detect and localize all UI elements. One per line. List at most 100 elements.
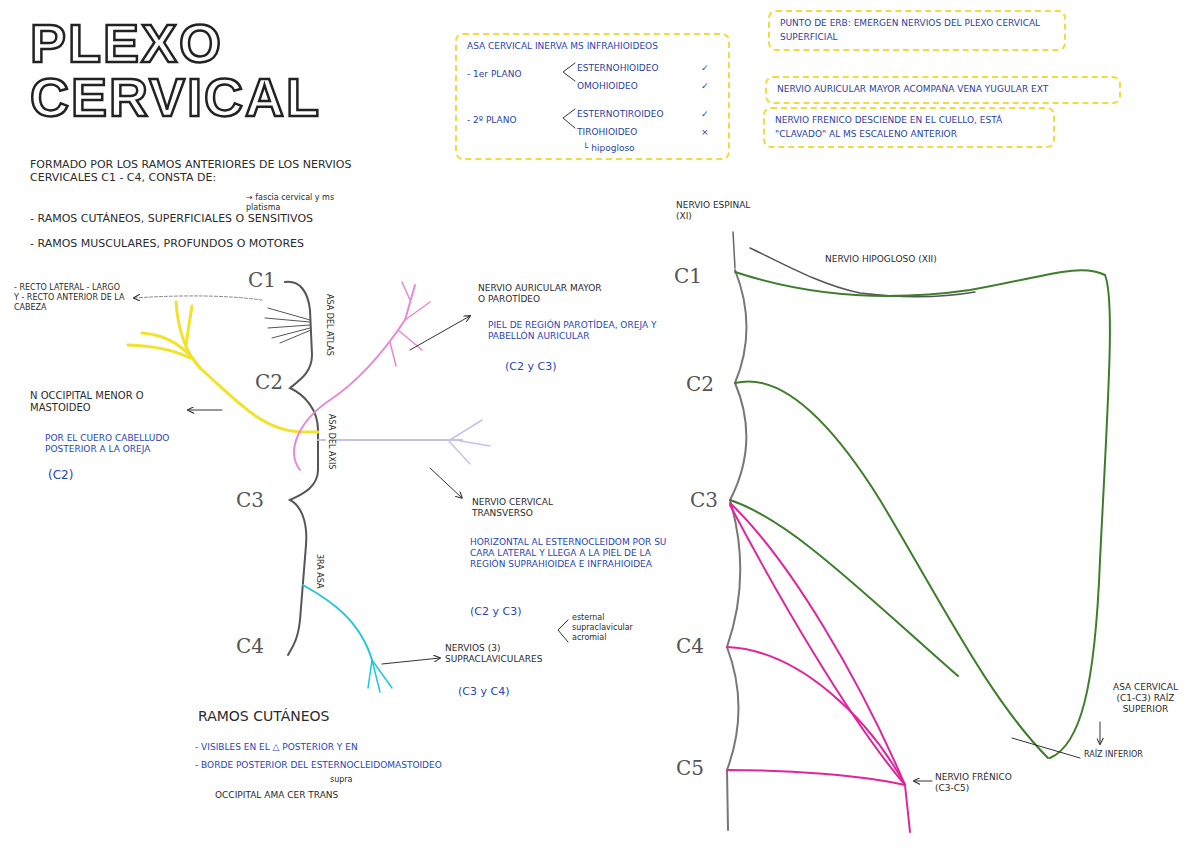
- great-auricular-branch: [402, 282, 410, 300]
- stroke-group: [128, 63, 575, 692]
- annotation: ASA DEL AXIS: [326, 412, 336, 471]
- annotation: supra: [330, 775, 353, 785]
- vertebral-level: C4: [236, 634, 264, 658]
- note-text: NERVIO FRENICO DESCIENDE EN EL CUELLO, E…: [775, 114, 1043, 141]
- supraclavicular-nerve: [303, 585, 372, 660]
- vertebral-level: C3: [690, 488, 718, 512]
- annotation: - RAMOS MUSCULARES, PROFUNDOS O MOTORES: [30, 237, 304, 250]
- annotation: - RAMOS CUTÁNEOS, SUPERFICIALES O SENSIT…: [30, 212, 313, 225]
- note-box: PUNTO DE ERB: EMERGEN NERVIOS DEL PLEXO …: [768, 10, 1066, 51]
- annotation: (C2): [48, 468, 73, 483]
- transverse-cervical-branch: [455, 440, 490, 446]
- annotation: NERVIO ESPINAL (XI): [676, 200, 766, 222]
- vertebral-level: C1: [248, 268, 276, 292]
- annotation: PIEL DE REGIÓN PAROTÍDEA, OREJA Y PABELL…: [488, 320, 678, 342]
- svg-part: [265, 318, 310, 322]
- phrenic-root: [727, 770, 905, 785]
- leader-arrow: [382, 658, 440, 664]
- note-text: ESTERNOHIOIDEO: [577, 63, 659, 74]
- ansa-inferior-root: [735, 381, 1048, 758]
- great-auricular-nerve: [294, 285, 415, 470]
- note-text: TIROHIOIDEO: [577, 127, 637, 138]
- annotation: FORMADO POR LOS RAMOS ANTERIORES DE LOS …: [30, 158, 360, 185]
- great-auricular-branch: [398, 330, 422, 350]
- annotation: RAÍZ INFERIOR: [1084, 750, 1143, 760]
- note-text: ✓: [701, 81, 709, 92]
- annotation: OCCIPITAL AMA CER TRANS: [215, 790, 338, 801]
- annotation: → fascia cervical y ms platisma: [246, 193, 341, 213]
- note-text: ×: [701, 127, 709, 138]
- annotation: - BORDE POSTERIOR DEL ESTERNOCLEIDOMASTO…: [195, 760, 442, 771]
- transverse-cervical-branch: [448, 440, 470, 464]
- annotation: ASA DEL ATLAS: [324, 292, 334, 358]
- bracket: [563, 63, 575, 81]
- note-text: └ hipogloso: [583, 143, 635, 154]
- note-text: - 2º PLANO: [467, 115, 517, 126]
- leader-line: [1012, 738, 1080, 758]
- annotation: NERVIO HIPOGLOSO (XII): [825, 254, 937, 265]
- annotation: (C2 y C3): [505, 360, 556, 373]
- occipital-minor-nerve: [176, 302, 318, 432]
- occipital-minor-branch: [186, 306, 192, 346]
- stroke-group: [727, 232, 1110, 832]
- annotation: NERVIOS (3) SUPRACLAVICULARES: [445, 643, 550, 665]
- annotation: NERVIO FRÉNICO (C3-C5): [935, 772, 1015, 794]
- annotation: RAMOS CUTÁNEOS: [198, 708, 329, 725]
- leader-arrow: [188, 410, 222, 411]
- great-auricular-branch: [405, 302, 430, 320]
- vertebral-level: C3: [236, 488, 264, 512]
- note-text: - 1er PLANO: [467, 69, 522, 80]
- leader-arrow: [430, 468, 462, 498]
- annotation: (C2 y C3): [470, 605, 521, 618]
- annotation: esternal supraclavicular acromial: [572, 613, 652, 642]
- vertebral-level: C1: [674, 264, 702, 288]
- note-text: PUNTO DE ERB: EMERGEN NERVIOS DEL PLEXO …: [780, 17, 1054, 44]
- leader-arrow: [134, 296, 262, 300]
- bracket: [563, 109, 575, 128]
- phrenic-root: [727, 647, 905, 785]
- note-box: NERVIO AURICULAR MAYOR ACOMPAÑA VENA YUG…: [765, 76, 1121, 104]
- annotation: POR EL CUERO CABELLUDO POSTERIOR A LA OR…: [45, 433, 195, 455]
- annotation: - VISIBLES EN EL △ POSTERIOR Y EN: [195, 742, 358, 753]
- cervical-trunk: [727, 270, 747, 830]
- transverse-cervical-branch: [450, 420, 482, 440]
- annotation: (C3 y C4): [458, 685, 509, 698]
- annotation: ASA CERVICAL (C1-C3) RAÍZ SUPERIOR: [1103, 682, 1188, 715]
- note-text: ✓: [701, 63, 709, 74]
- supraclavicular-branch: [368, 660, 372, 688]
- annotation: NERVIO CERVICAL TRANSVERSO: [472, 497, 582, 519]
- svg-part: [268, 325, 310, 328]
- annotation: HORIZONTAL AL ESTERNOCLEIDOM POR SU CARA…: [470, 537, 685, 570]
- annotation: 3RA ASA: [314, 552, 324, 591]
- annotation: - RECTO LATERAL - LARGO Y - RECTO ANTERI…: [14, 283, 126, 312]
- vertebral-level: C5: [676, 756, 704, 780]
- atlas-branches: [265, 308, 311, 343]
- ansa-superior-root: [735, 270, 1110, 758]
- vertebral-level: C2: [255, 370, 283, 394]
- ansa-c3-branch: [730, 500, 958, 676]
- vertebral-level: C4: [676, 634, 704, 658]
- cervical-trunk: [285, 282, 318, 655]
- note-text: ASA CERVICAL INERVA MS INFRAHIOIDEOS: [467, 41, 658, 52]
- note-box: NERVIO FRENICO DESCIENDE EN EL CUELLO, E…: [763, 107, 1055, 148]
- annotation: N OCCIPITAL MENOR O MASTOIDEO: [30, 390, 180, 414]
- leader-arrow: [410, 316, 470, 350]
- svg-part: [280, 330, 311, 343]
- note-box: ASA CERVICAL INERVA MS INFRAHIOIDEOS - 1e…: [455, 33, 730, 160]
- leader-arrow: [1100, 722, 1101, 744]
- hypoglossal-nerve: [750, 248, 975, 297]
- note-text: NERVIO AURICULAR MAYOR ACOMPAÑA VENA YUG…: [777, 83, 1109, 97]
- phrenic-nerve: [905, 785, 910, 832]
- note-text: OMOHIOIDEO: [577, 81, 638, 92]
- annotation: NERVIO AURICULAR MAYOR O PAROTÍDEO: [478, 283, 608, 305]
- leader-arrow: [914, 781, 932, 782]
- bracket: [558, 620, 568, 642]
- spinal-nerve: [733, 232, 735, 268]
- note-text: ESTERNOTIROIDEO: [577, 109, 664, 120]
- occipital-minor-branch: [128, 345, 190, 358]
- page-title: PLEXO CERVICAL: [30, 16, 370, 124]
- svg-part: [268, 308, 310, 320]
- transverse-cervical-nerve: [318, 439, 462, 441]
- vertebral-level: C2: [686, 372, 714, 396]
- note-text: ✓: [701, 109, 709, 120]
